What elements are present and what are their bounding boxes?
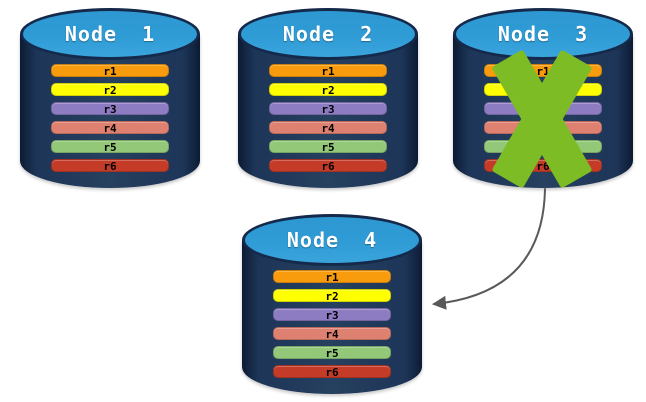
node-2-row-r6: r6 [269, 159, 387, 173]
node-2-row-r1: r1 [269, 64, 387, 78]
node-3-row-r1: r1 [484, 64, 602, 78]
node-1-row-r1: r1 [51, 64, 169, 78]
node-2-cylinder-top: Node 2 [238, 8, 418, 60]
node-3-row-r3: r3 [484, 102, 602, 116]
node-3-row-r5: r5 [484, 140, 602, 154]
node-4-rows: r1 r2 r3 r4 r5 r6 [273, 270, 391, 379]
node-3-row-r2: r2 [484, 83, 602, 97]
node-3-row-r6: r6 [484, 159, 602, 173]
node-4-row-r2: r2 [273, 289, 391, 303]
node-2-row-r3: r3 [269, 102, 387, 116]
failover-arrow-path [432, 188, 546, 310]
node-3-title: Node 3 [497, 22, 589, 46]
node-1-cylinder-top: Node 1 [20, 8, 200, 60]
node-1-row-r6: r6 [51, 159, 169, 173]
node-1-row-r4: r4 [51, 121, 169, 135]
node-3-rows: r1 r2 r3 r4 r5 r6 [484, 64, 602, 173]
node-4-row-r4: r4 [273, 327, 391, 341]
node-4-cylinder-top: Node 4 [242, 214, 422, 266]
node-2: Node 2 r1 r2 r3 r4 r5 r6 [238, 8, 418, 188]
node-1-rows: r1 r2 r3 r4 r5 r6 [51, 64, 169, 173]
node-3-row-r4: r4 [484, 121, 602, 135]
node-2-title: Node 2 [282, 22, 374, 46]
node-1-row-r3: r3 [51, 102, 169, 116]
node-4-title: Node 4 [286, 228, 378, 252]
node-3: Node 3 r1 r2 r3 r4 r5 r6 [453, 8, 633, 189]
node-1-row-r2: r2 [51, 83, 169, 97]
node-4: Node 4 r1 r2 r3 r4 r5 r6 [242, 214, 422, 394]
node-2-row-r2: r2 [269, 83, 387, 97]
node-2-rows: r1 r2 r3 r4 r5 r6 [269, 64, 387, 173]
node-4-row-r3: r3 [273, 308, 391, 322]
node-3-cylinder-top: Node 3 [453, 8, 633, 60]
node-4-row-r5: r5 [273, 346, 391, 360]
node-2-row-r4: r4 [269, 121, 387, 135]
node-4-row-r6: r6 [273, 365, 391, 379]
node-1: Node 1 r1 r2 r3 r4 r5 r6 [20, 8, 200, 188]
node-1-title: Node 1 [64, 22, 156, 46]
node-2-row-r5: r5 [269, 140, 387, 154]
node-1-row-r5: r5 [51, 140, 169, 154]
node-4-row-r1: r1 [273, 270, 391, 284]
